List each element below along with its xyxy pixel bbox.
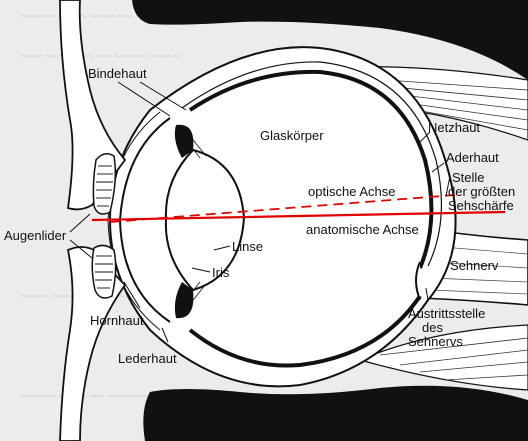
lower-eyelid <box>60 245 125 441</box>
label-sehnerv: Sehnerv <box>450 258 499 273</box>
label-der-groessten: der größten <box>448 184 515 199</box>
label-glaskoerper: Glaskörper <box>260 128 324 143</box>
label-augenlider: Augenlider <box>4 228 67 243</box>
label-austrittsstelle: Austrittsstelle <box>408 306 485 321</box>
label-bindehaut: Bindehaut <box>88 66 147 81</box>
label-hornhaut: Hornhaut <box>90 313 144 328</box>
svg-text:~~~ ~~~~~~~ ~~ ~~~~~ ~~~~: ~~~ ~~~~~~~ ~~ ~~~~~ ~~~~ <box>20 48 181 63</box>
label-sehschaerfe: Sehschärfe <box>448 198 514 213</box>
label-stelle: Stelle <box>452 170 485 185</box>
label-des: des <box>422 320 443 335</box>
label-optische-achse: optische Achse <box>308 184 395 199</box>
label-lederhaut: Lederhaut <box>118 351 177 366</box>
label-netzhaut: Netzhaut <box>428 120 480 135</box>
label-linse: Linse <box>232 239 263 254</box>
label-sehnervs: Sehnervs <box>408 334 463 349</box>
upper-eyelid <box>60 0 125 214</box>
label-iris: Iris <box>212 265 230 280</box>
label-anatomische-achse: anatomische Achse <box>306 222 419 237</box>
orbit-bottom <box>143 386 528 441</box>
label-aderhaut: Aderhaut <box>446 150 499 165</box>
